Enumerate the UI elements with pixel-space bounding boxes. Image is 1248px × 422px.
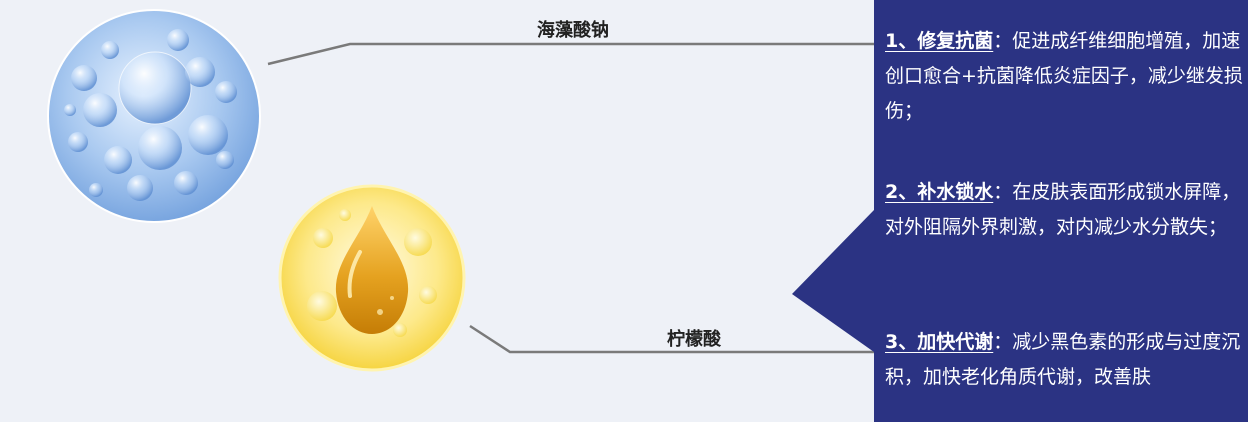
oil-drop-icon (335, 206, 409, 334)
oil-drop-circle-image (278, 184, 466, 372)
ingredient-label-citric-acid: 柠檬酸 (667, 329, 721, 350)
benefit-text: 在皮肤表面形成锁水屏障，对外阻隔外界刺激，对内减少水分散失； (885, 181, 1241, 238)
bubbles-circle-image (47, 9, 261, 223)
benefits-panel: 1、修复抗菌：促进成纤维细胞增殖，加速创口愈合+抗菌降低炎症因子，减少继发损伤；… (874, 0, 1248, 422)
benefit-item-metabolism: 3、加快代谢：减少黑色素的形成与过度沉积，加快老化角质代谢，改善肤 (885, 325, 1245, 395)
benefit-colon: ： (993, 30, 1013, 52)
benefit-text: 减少黑色素的形成与过度沉积，加快老化角质代谢，改善肤 (885, 331, 1241, 388)
benefit-heading: 1、修复抗菌 (885, 30, 994, 52)
benefit-heading: 2、补水锁水 (885, 181, 994, 203)
connector-line-1 (267, 42, 874, 66)
ingredient-label-sodium-alginate: 海藻酸钠 (537, 20, 609, 41)
benefit-text: 促进成纤维细胞增殖，加速创口愈合+抗菌降低炎症因子，减少继发损伤； (885, 30, 1243, 122)
benefit-heading: 3、加快代谢 (885, 331, 994, 353)
callout-pointer (792, 210, 874, 352)
benefit-item-moisture: 2、补水锁水：在皮肤表面形成锁水屏障，对外阻隔外界刺激，对内减少水分散失； (885, 175, 1245, 245)
benefit-item-repair: 1、修复抗菌：促进成纤维细胞增殖，加速创口愈合+抗菌降低炎症因子，减少继发损伤； (885, 24, 1245, 129)
benefit-colon: ： (993, 331, 1013, 353)
connector-line-2 (469, 324, 874, 354)
benefit-colon: ： (993, 181, 1013, 203)
